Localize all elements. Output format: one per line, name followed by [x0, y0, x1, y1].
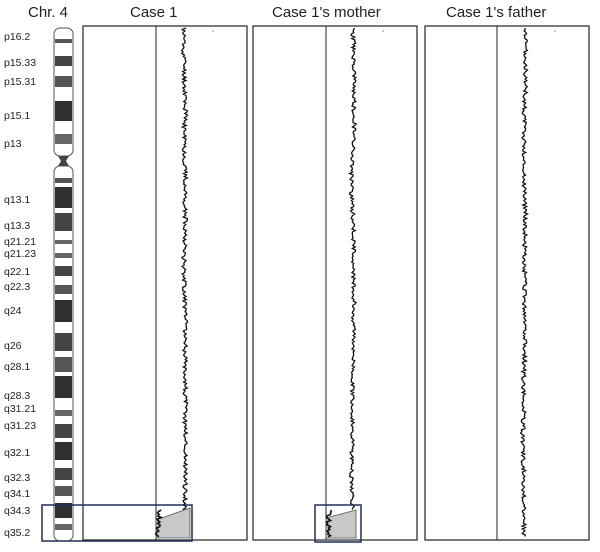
- band-label: q24: [4, 305, 22, 317]
- band-label: p15.33: [4, 57, 37, 69]
- band-label: q26: [4, 340, 22, 352]
- band-label: q28.3: [4, 390, 31, 402]
- band-label: p13: [4, 138, 22, 150]
- band-label: q32.1: [4, 447, 31, 459]
- chromosome-ideogram: [53, 27, 74, 542]
- deletion-area-case1: [155, 507, 191, 539]
- highlight-box-mother: [314, 504, 362, 543]
- panel-title-father: Case 1's father: [446, 4, 547, 21]
- panel-mother: [252, 25, 418, 543]
- tick-mark: [212, 30, 214, 32]
- band-label: q13.3: [4, 220, 31, 232]
- band-label: q28.1: [4, 361, 31, 373]
- band-label: q21.23: [4, 248, 37, 260]
- signal-trace-father: [519, 27, 529, 537]
- panel-father: [424, 25, 590, 541]
- band-label: q22.3: [4, 281, 31, 293]
- chromosome-bands: [55, 39, 72, 530]
- panel-case1: [41, 25, 248, 542]
- band-label: p15.1: [4, 110, 31, 122]
- deletion-area-mother: [325, 509, 357, 539]
- band-label: q13.1: [4, 194, 31, 206]
- signal-trace-case1: [180, 27, 189, 511]
- tick-mark: [382, 30, 384, 32]
- band-label: p16.2: [4, 31, 31, 43]
- band-label: q34.3: [4, 505, 31, 517]
- band-label: q21.21: [4, 236, 37, 248]
- band-label: q32.3: [4, 472, 31, 484]
- highlight-box-case1: [41, 504, 193, 542]
- band-label: q34.1: [4, 488, 31, 500]
- signal-trace-mother: [348, 27, 358, 510]
- signal-trace-mother-deleted: [325, 509, 333, 538]
- panel-title-case1: Case 1: [130, 4, 178, 21]
- tick-mark: [554, 30, 556, 32]
- band-label: q31.23: [4, 420, 37, 432]
- panel-title-mother: Case 1's mother: [272, 4, 381, 21]
- band-label: q35.2: [4, 527, 31, 539]
- chromosome-title: Chr. 4: [28, 4, 69, 21]
- band-label: q22.1: [4, 266, 31, 278]
- band-label: p15.31: [4, 76, 37, 88]
- band-label: q31.21: [4, 403, 37, 415]
- signal-trace-case1-deleted: [154, 509, 164, 538]
